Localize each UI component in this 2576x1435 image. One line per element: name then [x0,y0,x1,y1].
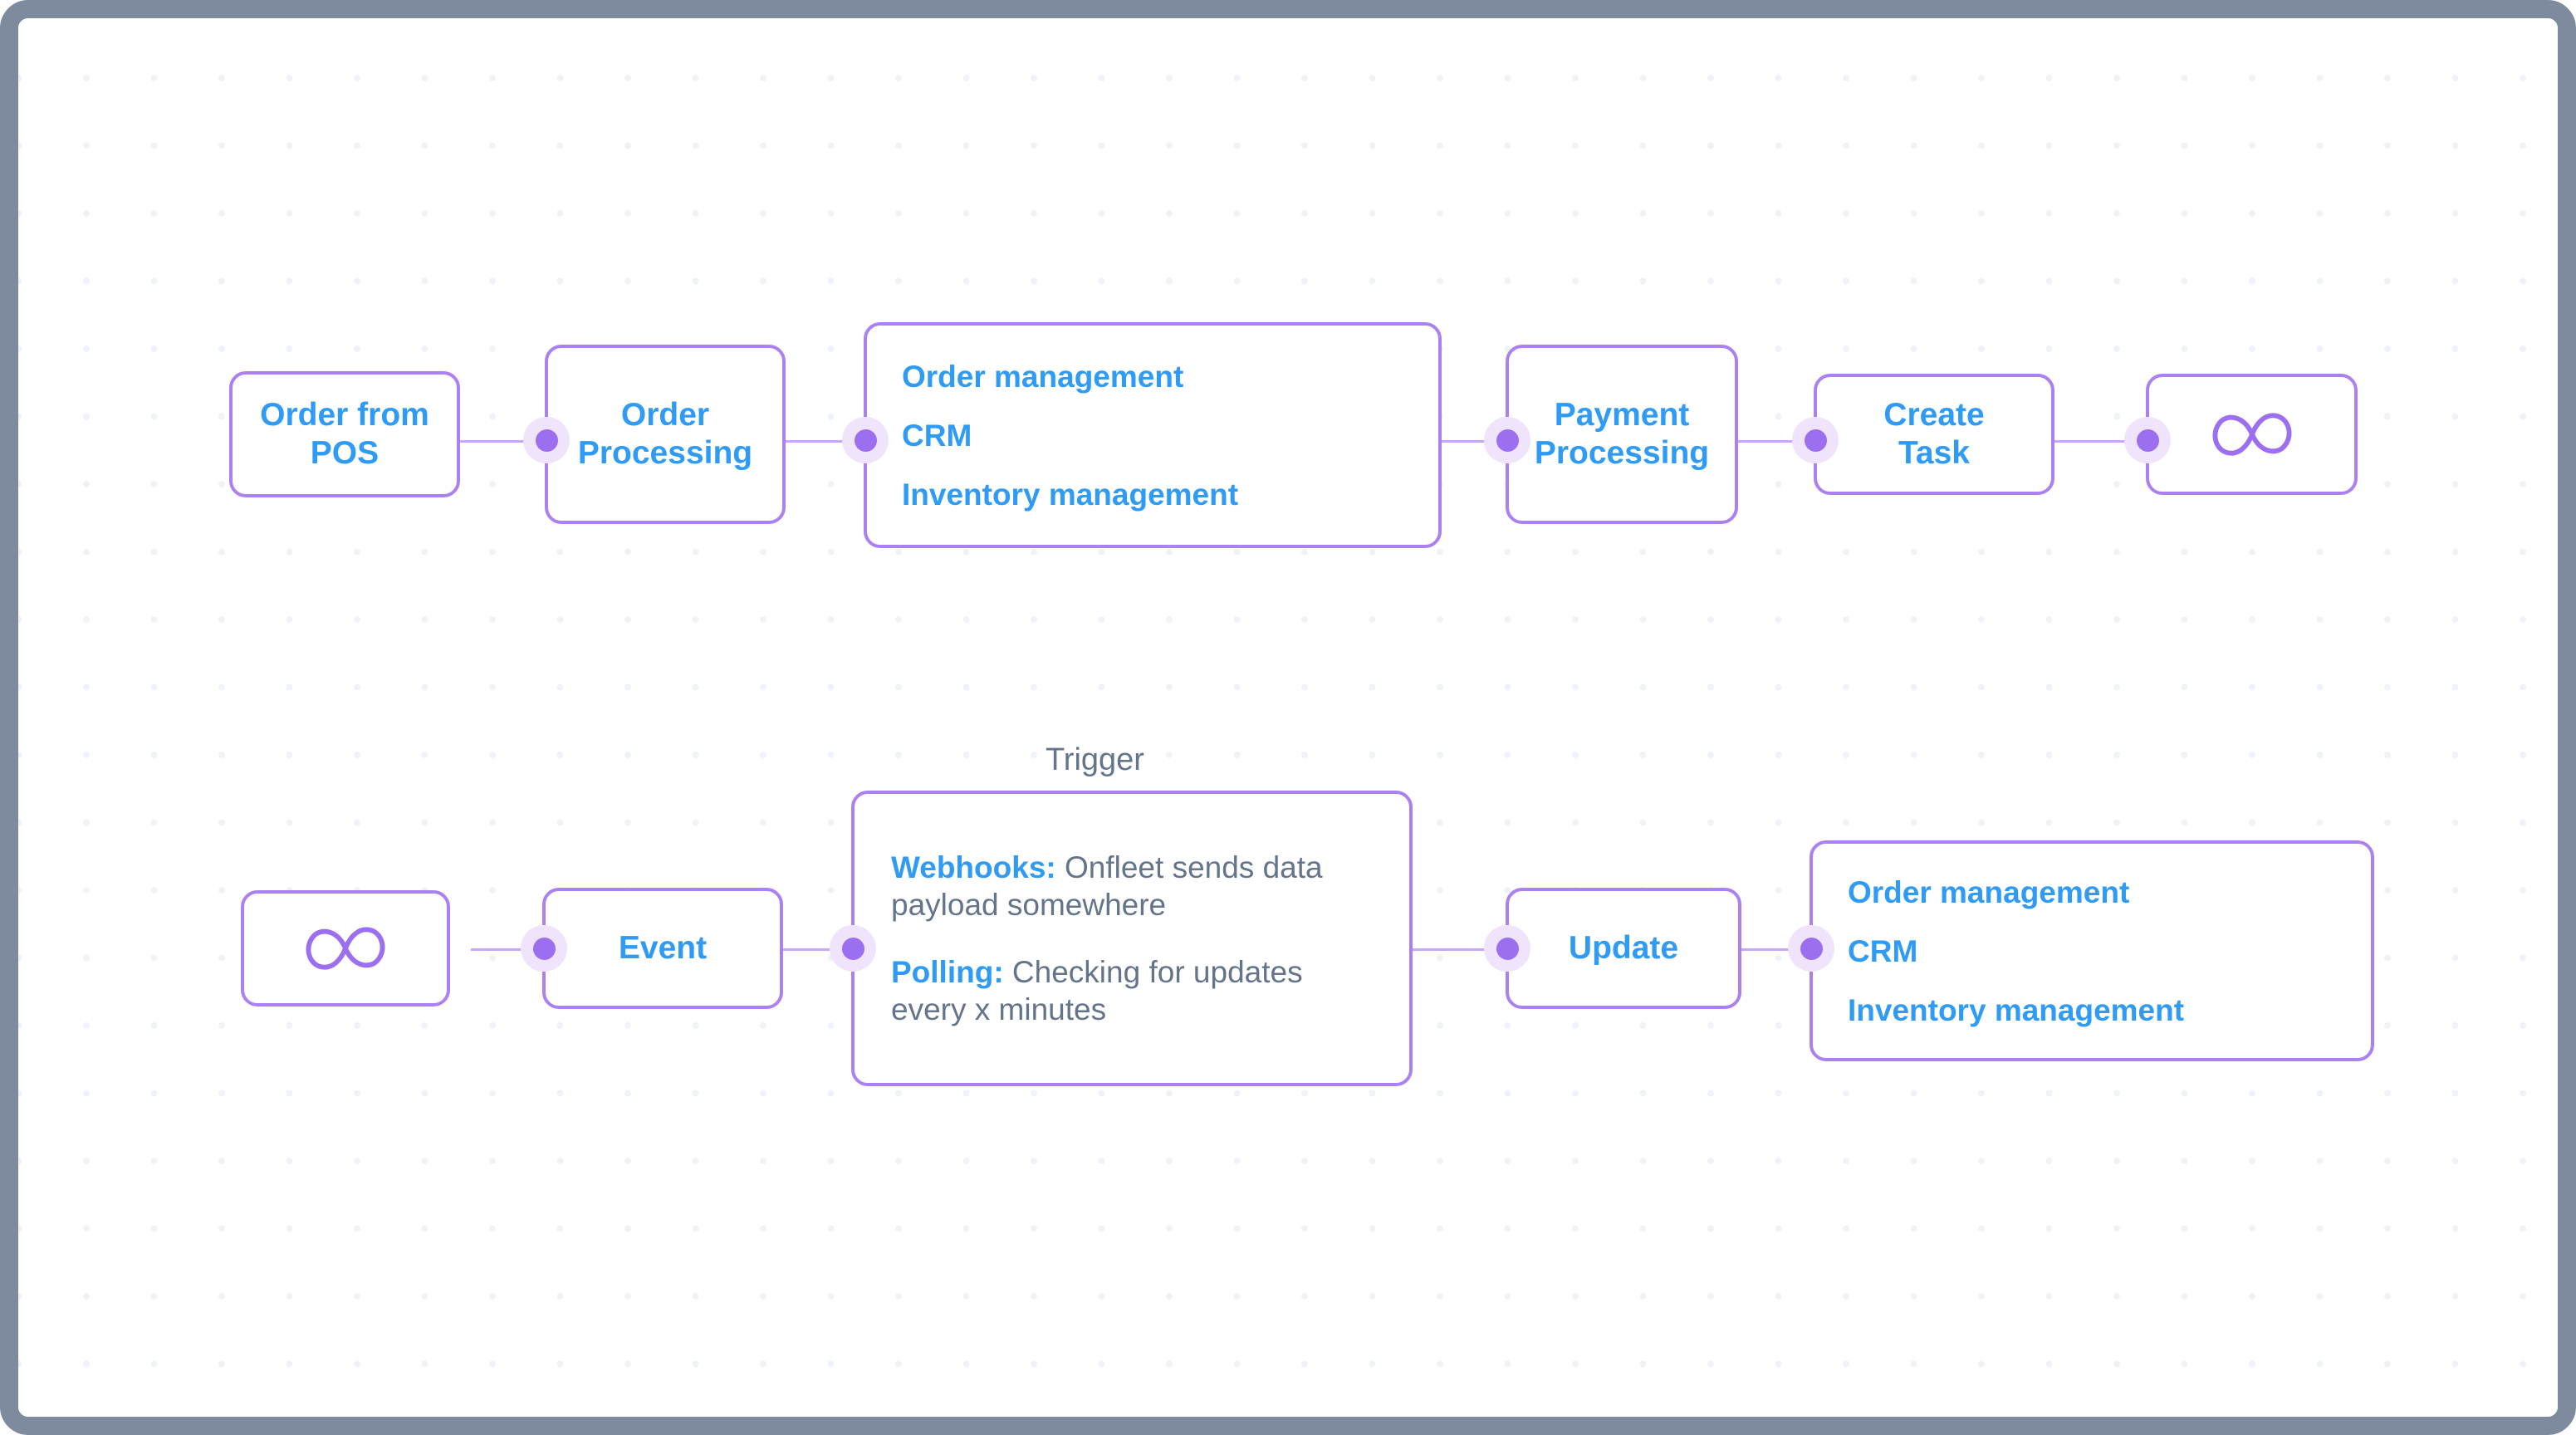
node-payment-processing-label: Payment Processing [1534,396,1710,471]
edge-trigger-to-update [1410,948,1510,951]
edge-order-processing-to-systems [785,440,884,443]
port-order-processing-in[interactable] [523,417,570,463]
edge-update-to-systems [1709,948,1807,951]
port-systems-bottom-in[interactable] [1788,925,1834,972]
trigger-line-polling: Polling: Checking for updates every x mi… [891,953,1373,1028]
port-onfleet-top-in[interactable] [2124,417,2171,463]
trigger-line-polling-label: Polling: [891,955,1004,989]
node-order-processing-label: Order Processing [577,396,753,471]
edge-pos-to-order-processing [458,440,566,443]
port-update-in[interactable] [1484,925,1530,972]
infinity-icon [296,919,394,977]
trigger-details-lines: Webhooks: Onfleet sends data payload som… [891,849,1373,1029]
port-trigger-in[interactable] [830,925,876,972]
node-trigger-details[interactable]: Webhooks: Onfleet sends data payload som… [851,791,1413,1086]
trigger-line-webhooks-text: Onfleet sends data payload somewhere [891,850,1323,922]
edge-payment-to-create-task [1737,440,1835,443]
trigger-line-webhooks-label: Webhooks: [891,850,1056,884]
systems-list-top-items: Order management CRM Inventory managemen… [902,361,1403,510]
node-event-label: Event [618,929,708,966]
edge-create-task-to-onfleet [2054,440,2146,443]
node-order-from-pos[interactable]: Order from POS [229,371,460,497]
list-item: CRM [902,418,972,453]
diagram-canvas: Order from POS Order Processing Order ma… [18,18,2558,1417]
node-order-processing[interactable]: Order Processing [545,345,786,524]
trigger-caption: Trigger [1046,742,1144,777]
node-onfleet-logo-bottom[interactable] [241,890,450,1006]
port-payment-in[interactable] [1484,417,1530,463]
infinity-icon [2203,405,2301,463]
list-item: Order management [902,359,1184,394]
port-create-task-in[interactable] [1792,417,1839,463]
node-event[interactable]: Event [542,888,783,1009]
trigger-line-polling-text: Checking for updates every x minutes [891,955,1303,1027]
node-create-task-label: Create Task [1883,396,1985,471]
node-update-label: Update [1568,929,1679,966]
list-item: Inventory management [902,477,1239,512]
node-update[interactable]: Update [1506,888,1741,1009]
node-payment-processing[interactable]: Payment Processing [1506,345,1738,524]
port-event-in[interactable] [521,925,567,972]
trigger-line-webhooks: Webhooks: Onfleet sends data payload som… [891,849,1373,923]
node-systems-list-top[interactable]: Order management CRM Inventory managemen… [864,322,1442,548]
node-create-task[interactable]: Create Task [1814,374,2054,495]
node-systems-list-bottom[interactable]: Order management CRM Inventory managemen… [1810,840,2374,1061]
systems-list-bottom-items: Order management CRM Inventory managemen… [1848,877,2336,1026]
list-item: Order management [1848,874,2130,909]
list-item: CRM [1848,933,1918,968]
node-order-from-pos-label: Order from POS [260,396,429,471]
node-onfleet-logo-top[interactable] [2146,374,2358,495]
edge-event-to-trigger [778,948,876,951]
list-item: Inventory management [1848,992,2185,1027]
port-systems-top-in[interactable] [842,417,889,463]
